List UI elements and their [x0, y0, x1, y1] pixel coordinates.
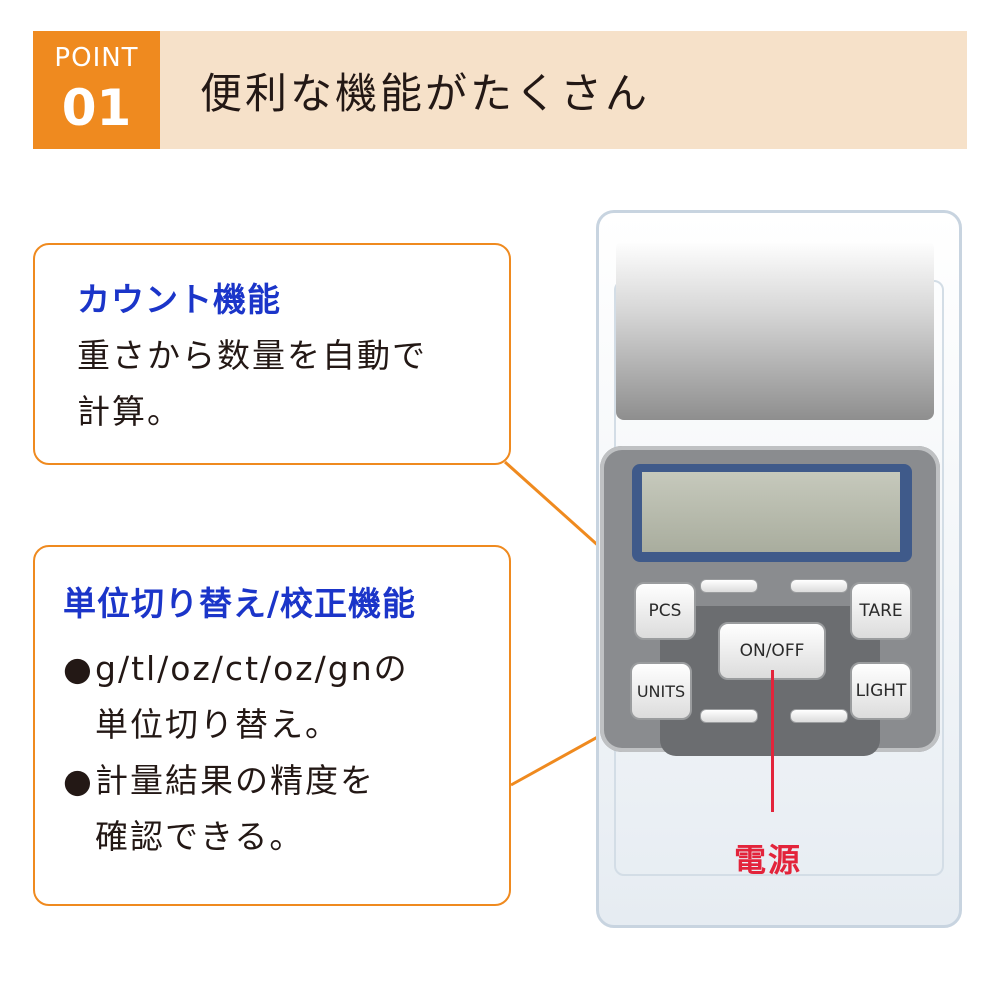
lcd-frame [632, 464, 912, 562]
point-number: 01 [61, 79, 132, 137]
power-label: 電源 [734, 841, 803, 879]
callout-body: ●g/tl/oz/ct/oz/gnの 単位切り替え。 ●計量結果の精度を 確認で… [63, 641, 409, 865]
callout-title: カウント機能 [77, 280, 281, 319]
light-button[interactable]: LIGHT [850, 662, 912, 720]
bullet-text-cont: 確認できる。 [95, 817, 305, 856]
page-title: 便利な機能がたくさん [200, 69, 651, 118]
weighing-plate [616, 240, 934, 420]
callout-line: 計算。 [77, 392, 182, 431]
pcs-button[interactable]: PCS [634, 582, 696, 640]
callout-unit-calibration: 単位切り替え/校正機能 ●g/tl/oz/ct/oz/gnの 単位切り替え。 ●… [33, 545, 511, 906]
lcd-display [642, 472, 900, 552]
point-badge: POINT 01 [33, 31, 160, 149]
point-word: POINT [54, 43, 139, 73]
bullet-dot: ● [63, 761, 94, 800]
button-bar [700, 709, 758, 723]
bullet-item: ●g/tl/oz/ct/oz/gnの [63, 641, 409, 697]
power-leader-line [771, 670, 774, 812]
button-bar [790, 709, 848, 723]
callout-title: 単位切り替え/校正機能 [63, 584, 417, 623]
bullet-text: 計量結果の精度を [95, 761, 375, 800]
bullet-dot: ● [63, 649, 94, 688]
units-button[interactable]: UNITS [630, 662, 692, 720]
callout-body: 重さから数量を自動で 計算。 [77, 328, 427, 440]
callout-line: 重さから数量を自動で [77, 336, 427, 375]
button-bar [700, 579, 758, 593]
header-banner [33, 31, 967, 149]
tare-button[interactable]: TARE [850, 582, 912, 640]
bullet-text-cont: 単位切り替え。 [95, 705, 340, 744]
bullet-item: ●計量結果の精度を [63, 753, 409, 809]
bullet-text: g/tl/oz/ct/oz/gnの [95, 649, 409, 688]
callout-count-function: カウント機能 重さから数量を自動で 計算。 [33, 243, 511, 465]
button-bar [790, 579, 848, 593]
